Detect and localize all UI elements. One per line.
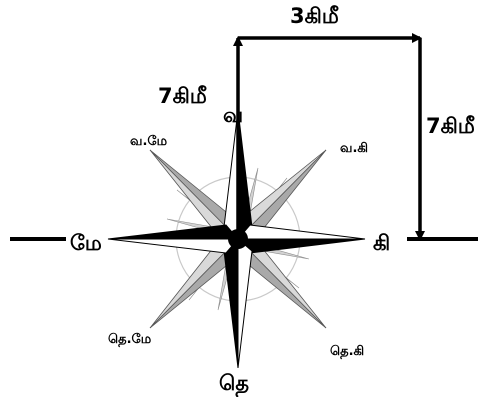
direction-north-label: வ [223, 103, 243, 127]
path-east-distance-label: 3கிமீ [290, 4, 339, 28]
direction-northwest-label: வ.மே [130, 134, 168, 149]
direction-southwest-label: தெ.மே [108, 332, 152, 347]
path-south-distance-label: 7கிமீ [426, 114, 475, 138]
direction-northeast-label: வ.கி [340, 141, 368, 156]
direction-south-label: தெ [219, 371, 249, 397]
direction-west-label: மே [70, 231, 102, 255]
direction-southeast-label: தெ.கி [330, 344, 364, 359]
path-north-distance-label: 7கிமீ [158, 84, 207, 108]
direction-east-label: கி [373, 231, 390, 255]
